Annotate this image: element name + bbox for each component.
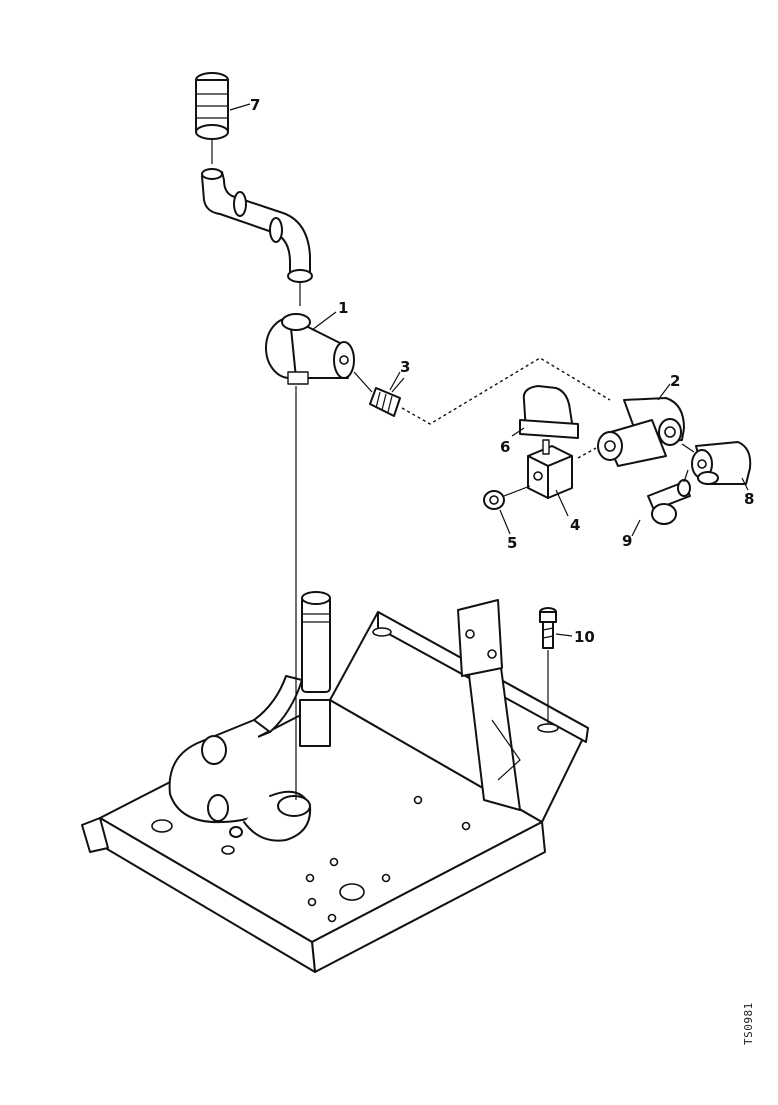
part-7-filter-cap (195, 72, 229, 140)
callout-8: 8 (744, 490, 754, 508)
part-4-block (527, 439, 573, 499)
callout-7: 7 (250, 96, 260, 114)
part-9-cap (647, 479, 691, 525)
upper-pipe (201, 168, 313, 283)
callout-2: 2 (670, 372, 680, 390)
lower-pipe-assembly (168, 591, 331, 842)
callout-3: 3 (400, 358, 410, 376)
callout-5: 5 (507, 534, 517, 552)
part-8-elbow (691, 441, 752, 485)
callout-9: 9 (622, 532, 632, 550)
part-1-valve-body (265, 313, 355, 385)
callout-1: 1 (338, 299, 348, 317)
callout-4: 4 (570, 516, 580, 534)
figure-id-label: TS0981 (742, 1002, 755, 1045)
callout-6: 6 (500, 438, 510, 456)
part-5-nut (483, 490, 505, 510)
part-2-coupler (597, 397, 685, 467)
mounting-plate (81, 599, 589, 973)
part-10-bolt (539, 607, 557, 649)
part-3-fitting (369, 387, 401, 417)
part-6-switch-head (519, 385, 579, 439)
callout-10: 10 (574, 628, 595, 646)
